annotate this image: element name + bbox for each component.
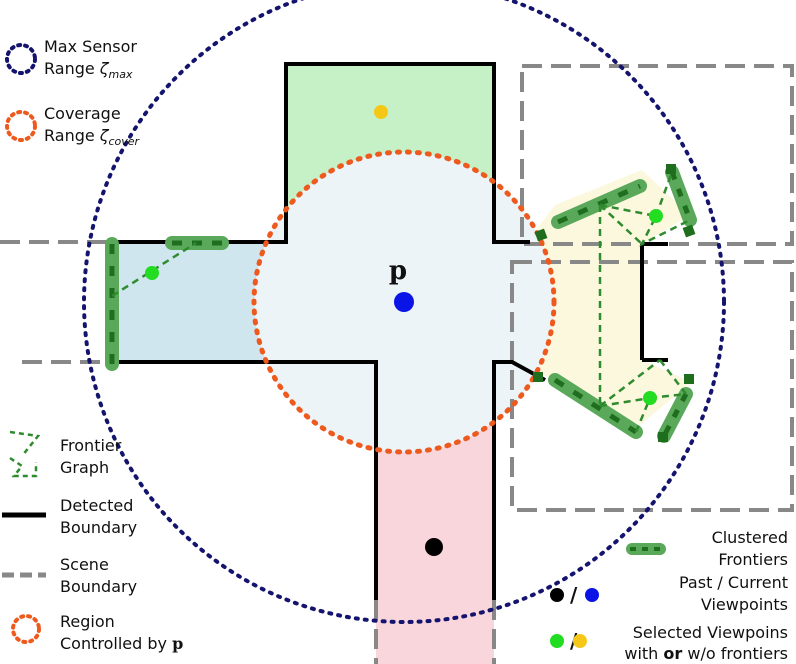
scene-boundary-right-lower	[510, 260, 794, 512]
graph-edge	[599, 359, 661, 407]
viewpoints	[145, 105, 663, 556]
legend-frontier-graph-icon	[9, 430, 41, 478]
viewpoint-with-frontier	[649, 209, 663, 223]
frontier-endpoint	[666, 164, 676, 174]
frontier-segment-dash	[556, 183, 642, 225]
legend-max-sensor-icon	[5, 43, 37, 75]
frontier-endpoint-markers	[533, 164, 696, 442]
viewpoint-with-frontier	[643, 391, 657, 405]
legend-viewpoints-line2: Viewpoints	[701, 595, 788, 614]
frontier-segment-dash	[669, 171, 693, 221]
legend-max-sensor-line1: Max Sensor	[44, 37, 137, 56]
legend-scene-boundary-line2: Boundary	[60, 577, 137, 596]
frontier-endpoint	[658, 432, 668, 442]
scene-boundary	[0, 64, 794, 664]
center-point-label: p	[389, 256, 407, 286]
coverage-range-circle	[251, 149, 557, 455]
legend-selected-line2: with or w/o frontiers	[624, 644, 788, 663]
legend-viewpoints-line1: Past / Current	[679, 573, 788, 592]
frontier-endpoint	[534, 228, 548, 242]
legend-right: Clustered Frontiers / Past / Current Vie…	[550, 528, 788, 663]
legend-selected-line1: Selected Viewpoins	[633, 623, 788, 642]
legend-viewpoint-without-frontier-icon	[573, 634, 587, 648]
legend-scene-boundary-line1: Scene	[60, 555, 109, 574]
legend-coverage-line2: Range ζcover	[44, 126, 141, 148]
max-sensor-range-circle	[82, 0, 726, 624]
legend-frontier-graph-line2: Graph	[60, 458, 109, 477]
frontier-segment-dash	[661, 392, 689, 438]
graph-edge	[654, 171, 674, 217]
graph-edge	[599, 396, 651, 408]
frontier-endpoint	[682, 224, 696, 238]
legend-frontier-graph-line1: Frontier	[60, 436, 122, 455]
clustered-frontiers	[105, 165, 697, 443]
legend-viewpoint-separator: /	[570, 583, 578, 607]
legend-detected-boundary-line1: Detected	[60, 496, 133, 515]
detected-boundary-bottom-right	[492, 360, 546, 600]
frontier-endpoint	[533, 372, 543, 382]
legend-region-line1: Region	[60, 612, 115, 631]
frontier-cluster-right-lower	[548, 373, 693, 443]
legend-detected-boundary-line2: Boundary	[60, 518, 137, 537]
legend-viewpoint-with-frontier-icon	[550, 634, 564, 648]
frontier-cluster-left	[105, 236, 229, 371]
legend-coverage-icon	[5, 110, 37, 142]
past-viewpoint	[425, 538, 443, 556]
viewpoint-without-frontier	[374, 105, 388, 119]
frontier-cluster-right-upper	[551, 165, 697, 229]
graph-edge	[599, 204, 643, 245]
graph-edge	[599, 203, 691, 247]
legend-past-viewpoint-icon	[550, 588, 564, 602]
viewpoint-with-frontier	[145, 266, 159, 280]
current-viewpoint	[394, 292, 414, 312]
legend-left: Max Sensor Range ζmax Coverage Range ζco…	[2, 37, 183, 653]
legend-region-line2: Controlled by p	[60, 634, 183, 653]
legend-coverage-line1: Coverage	[44, 104, 121, 123]
detected-boundary-top-left	[110, 62, 530, 244]
legend-region-icon	[11, 614, 41, 644]
legend-clustered-line1: Clustered	[712, 528, 788, 547]
frontier-segment-dash	[553, 377, 638, 435]
frontier-endpoint	[684, 374, 694, 384]
detected-boundary-bottom-left	[110, 360, 378, 600]
detected-boundary	[110, 62, 668, 600]
legend-clustered-line2: Frontiers	[718, 550, 788, 569]
legend-max-sensor-line2: Range ζmax	[44, 59, 133, 81]
legend-current-viewpoint-icon	[585, 588, 599, 602]
